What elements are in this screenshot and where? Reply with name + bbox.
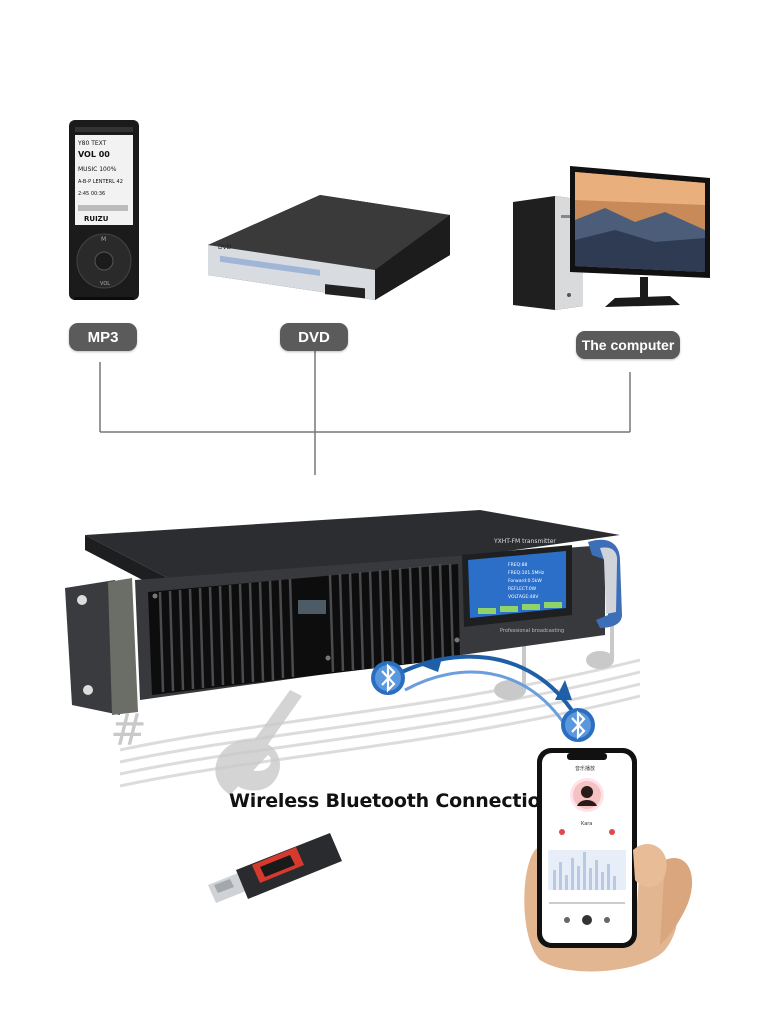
smartphone-image: 音乐播放 Kara [524,748,693,972]
mp3-brand: RUIZU [84,215,109,223]
computer-label: The computer [576,331,680,359]
phone-app-title: 音乐播放 [575,765,595,772]
mp3-screen-line-4: A-B-P LENTERL 42 [78,179,123,185]
transmitter-row-4: REFLECT:0W [508,586,537,592]
bluetooth-link [371,654,595,742]
svg-text:VOL: VOL [100,281,110,287]
bluetooth-caption: Wireless Bluetooth Connection [229,790,554,812]
transmitter-footer: Professional broadcasting [500,628,564,634]
transmitter-row-3: Forward:0.5kW [508,578,542,584]
mp3-screen-line-2: VOL 00 [78,150,110,159]
mp3-player-image: Y80 TEXT VOL 00 MUSIC 100% A-B-P LENTERL… [69,120,139,300]
dvd-player-image: DVD [208,195,450,300]
transmitter-row-2: FREQ:101.5MHz [508,570,545,576]
phone-song-name: Kara [581,821,592,827]
bluetooth-icon-right [561,708,595,742]
mp3-screen-line-1: Y80 TEXT [77,140,107,147]
svg-text:DVD: DVD [218,244,232,251]
transmitter-row-1: FREQ:88 [508,562,527,568]
mp3-label: MP3 [69,323,137,351]
bluetooth-icon-left [371,661,405,695]
svg-text:M: M [101,236,106,243]
usb-drive-image [208,833,342,903]
computer-image [513,166,710,310]
mp3-screen-line-3: MUSIC 100% [78,166,117,173]
fm-transmitter-image: YXHT-FM transmitter FREQ:88 FREQ:101.5MH… [65,510,622,715]
dvd-label: DVD [280,323,348,351]
transmitter-screen-title: YXHT-FM transmitter [493,538,556,545]
mp3-screen-line-5: 2:45 00:36 [78,191,105,197]
transmitter-row-5: VOLTAGE:48V [508,594,539,600]
